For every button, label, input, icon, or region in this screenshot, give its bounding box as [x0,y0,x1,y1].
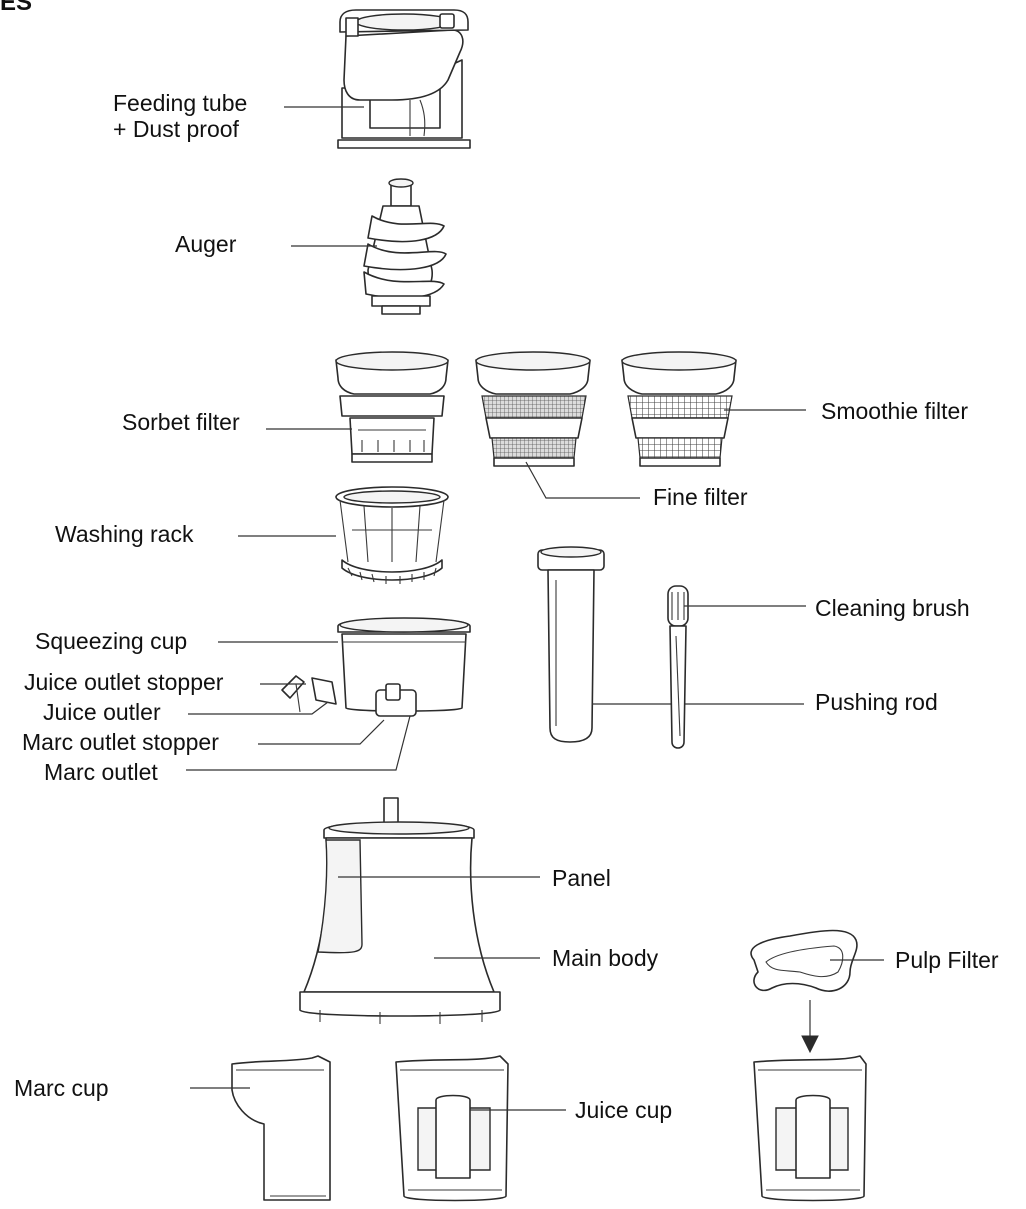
label-juice-cup: Juice cup [575,1097,672,1123]
fine-filter-illustration [476,352,590,466]
juice-cup-with-pulp-filter-illustration [754,1056,866,1201]
label-dust-proof: + Dust proof [113,116,240,142]
label-marc-outlet: Marc outlet [44,759,158,785]
squeezing-cup-illustration [282,618,470,716]
marc-cup-illustration [232,1056,330,1200]
main-body-illustration [300,798,500,1024]
label-main-body: Main body [552,945,659,971]
label-panel: Panel [552,865,611,891]
label-juice-outlet-stopper: Juice outlet stopper [24,669,224,695]
label-auger: Auger [175,231,237,257]
label-juice-outler: Juice outler [43,699,161,725]
cleaning-brush-illustration [668,586,688,748]
label-sorbet-filter: Sorbet filter [122,409,240,435]
sorbet-filter-illustration [336,352,448,462]
label-fine-filter: Fine filter [653,484,748,510]
pulp-filter-illustration [751,931,857,1053]
label-cleaning-brush: Cleaning brush [815,595,970,621]
label-smoothie-filter: Smoothie filter [821,398,968,424]
label-feeding-tube: Feeding tube [113,90,247,116]
feeding-tube-illustration [338,10,470,148]
washing-rack-illustration [336,487,448,584]
label-marc-outlet-stopper: Marc outlet stopper [22,729,219,755]
label-pushing-rod: Pushing rod [815,689,938,715]
juice-cup-illustration [396,1056,508,1201]
smoothie-filter-illustration [622,352,736,466]
label-pulp-filter: Pulp Filter [895,947,999,973]
section-header: ES [0,0,32,16]
pushing-rod-illustration [538,547,604,742]
label-marc-cup: Marc cup [14,1075,109,1101]
label-squeezing-cup: Squeezing cup [35,628,187,654]
label-washing-rack: Washing rack [55,521,194,547]
